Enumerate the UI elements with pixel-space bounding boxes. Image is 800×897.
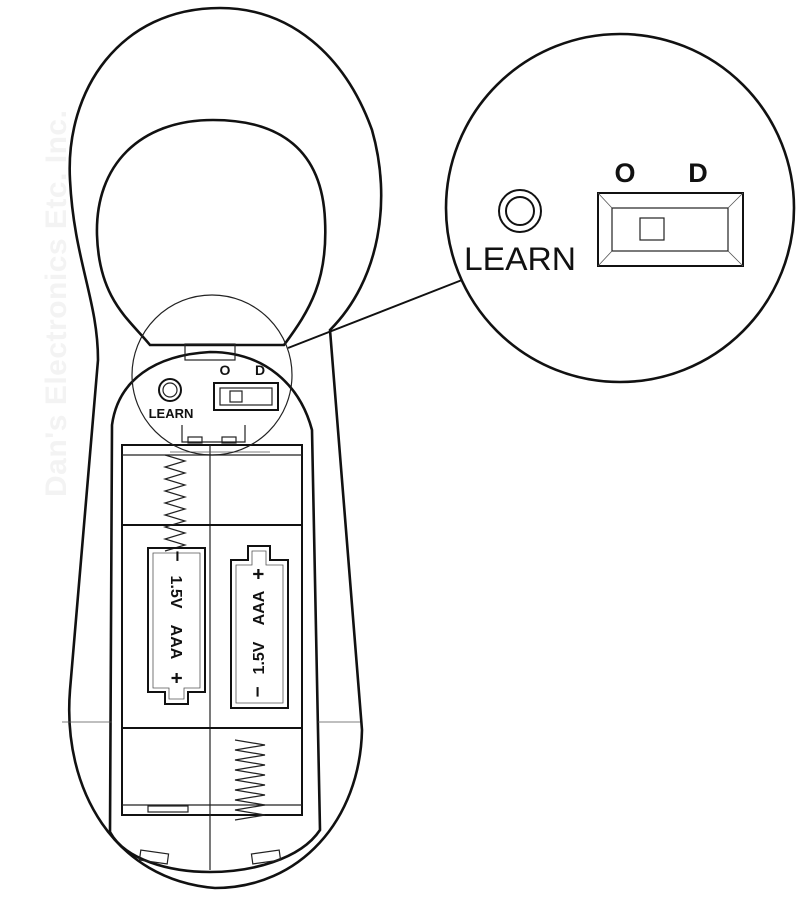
battery-left: − 1.5V AAA + bbox=[147, 547, 206, 705]
top-tab bbox=[184, 343, 236, 361]
learn-button-small[interactable] bbox=[158, 378, 182, 402]
battery-left-type: AAA bbox=[167, 625, 184, 660]
battery-right-type: AAA bbox=[251, 590, 268, 625]
switch-bevel-tl bbox=[597, 192, 613, 209]
mode-switch-large-inner bbox=[611, 207, 729, 252]
battery-compartment-inner bbox=[121, 444, 303, 816]
battery-right-pos: + bbox=[248, 568, 270, 580]
bottom-clip-right bbox=[250, 849, 282, 865]
switch-bevel-br bbox=[727, 250, 744, 267]
learn-button-large[interactable] bbox=[498, 189, 542, 233]
leader-line bbox=[287, 279, 463, 349]
controls-area-large: LEARN O D bbox=[464, 158, 744, 277]
battery-left-pos: + bbox=[165, 672, 187, 684]
bottom-clip-left bbox=[138, 849, 170, 865]
mode-switch-large[interactable] bbox=[597, 192, 744, 267]
battery-left-neg: − bbox=[166, 550, 187, 561]
small-contact-right bbox=[221, 436, 237, 444]
controls-area-small: LEARN O D bbox=[149, 343, 279, 453]
magnifier-small-circle bbox=[131, 294, 293, 456]
learn-button-small-inner bbox=[162, 382, 178, 398]
learn-button-large-inner bbox=[505, 196, 535, 226]
detail-callout-circle bbox=[444, 32, 796, 384]
switch-o-label-large: O bbox=[614, 158, 635, 188]
battery-left-voltage: 1.5V bbox=[167, 576, 184, 609]
remote-top-hole bbox=[95, 118, 327, 347]
battery-right-neg: − bbox=[248, 686, 269, 697]
spring-top-left bbox=[162, 454, 188, 552]
switch-o-label-small: O bbox=[220, 362, 231, 378]
bottom-contact bbox=[147, 805, 189, 813]
spring-bottom-right bbox=[234, 739, 266, 821]
switch-d-label-small: D bbox=[255, 362, 265, 378]
switch-d-label-large: D bbox=[688, 158, 708, 188]
battery-right: − 1.5V AAA + bbox=[230, 545, 289, 709]
switch-bevel-bl bbox=[597, 250, 613, 267]
remote-body-outline bbox=[67, 6, 383, 890]
mode-switch-large-knob bbox=[639, 217, 665, 241]
mode-switch-small[interactable] bbox=[213, 382, 279, 411]
switch-bevel-tr bbox=[727, 192, 744, 209]
learn-label-small: LEARN bbox=[149, 406, 194, 421]
learn-label-large: LEARN bbox=[464, 241, 576, 277]
small-contact-left bbox=[187, 436, 203, 444]
battery-compartment-outer bbox=[108, 350, 322, 874]
switch-bracket bbox=[181, 425, 246, 443]
mode-switch-small-knob bbox=[229, 390, 243, 403]
battery-right-voltage: 1.5V bbox=[251, 641, 268, 674]
mode-switch-small-inner bbox=[219, 387, 273, 406]
